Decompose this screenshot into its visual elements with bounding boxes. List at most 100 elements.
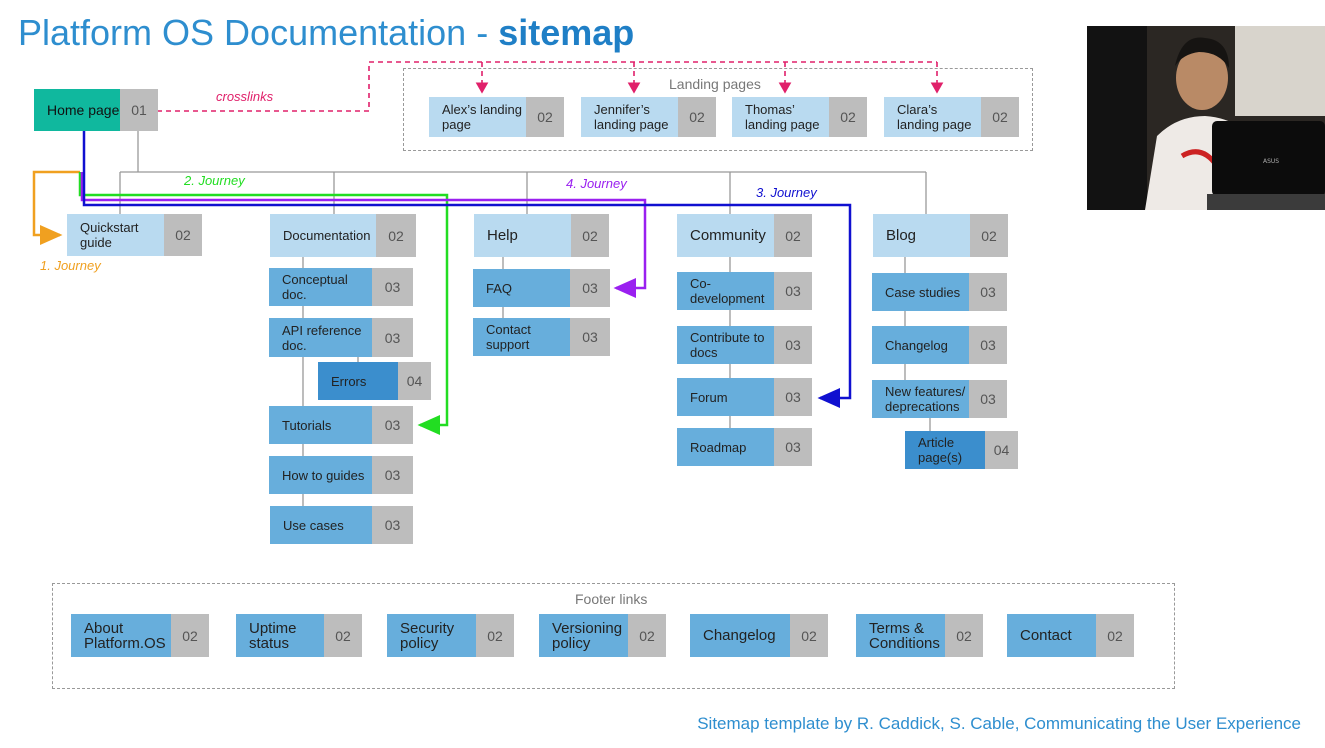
community-node-co-development[interactable]: Co-development 03 xyxy=(677,272,812,310)
node-label: Home page xyxy=(34,89,120,131)
node-number: 02 xyxy=(981,97,1019,137)
node-number: 03 xyxy=(969,326,1007,364)
node-number: 03 xyxy=(372,456,413,494)
footer-link-uptime[interactable]: Uptime status 02 xyxy=(236,614,362,657)
node-number: 02 xyxy=(171,614,209,657)
community-node-roadmap[interactable]: Roadmap 03 xyxy=(677,428,812,466)
node-label: Terms & Conditions xyxy=(856,614,945,657)
node-label: Contact xyxy=(1007,614,1096,657)
blog-node-article-pages[interactable]: Article page(s) 04 xyxy=(905,431,1018,469)
landing-node-clara[interactable]: Clara’s landing page 02 xyxy=(884,97,1019,137)
crosslinks-label: crosslinks xyxy=(216,89,274,104)
help-node-faq[interactable]: FAQ 03 xyxy=(473,269,610,307)
node-number: 03 xyxy=(570,269,610,307)
home-page-node[interactable]: Home page 01 xyxy=(34,89,158,131)
node-label: FAQ xyxy=(473,269,570,307)
journey-4-label: 4. Journey xyxy=(566,176,627,191)
crosslink-lines xyxy=(157,61,944,112)
node-number: 01 xyxy=(120,89,158,131)
footer-link-security[interactable]: Security policy 02 xyxy=(387,614,514,657)
node-label: Article page(s) xyxy=(905,431,985,469)
node-label: Contact support xyxy=(473,318,570,356)
journey-1-label: 1. Journey xyxy=(40,258,101,273)
node-label: About Platform.OS xyxy=(71,614,171,657)
node-number: 03 xyxy=(774,378,812,416)
node-number: 02 xyxy=(164,214,202,256)
node-number: 03 xyxy=(372,318,413,357)
community-node-forum[interactable]: Forum 03 xyxy=(677,378,812,416)
footer-link-contact[interactable]: Contact 02 xyxy=(1007,614,1134,657)
node-label: API reference doc. xyxy=(269,318,372,357)
svg-text:ASUS: ASUS xyxy=(1263,158,1279,165)
footer-link-versioning[interactable]: Versioning policy 02 xyxy=(539,614,666,657)
landing-node-alex[interactable]: Alex’s landing page 02 xyxy=(429,97,564,137)
landing-node-jennifer[interactable]: Jennifer’s landing page 02 xyxy=(581,97,716,137)
node-label: Blog xyxy=(873,214,970,257)
node-label: Help xyxy=(474,214,571,257)
footer-link-terms[interactable]: Terms & Conditions 02 xyxy=(856,614,983,657)
documentation-node[interactable]: Documentation 02 xyxy=(270,214,416,257)
node-number: 02 xyxy=(678,97,716,137)
doc-node-tutorials[interactable]: Tutorials 03 xyxy=(269,406,413,444)
blog-node-case-studies[interactable]: Case studies 03 xyxy=(872,273,1007,311)
help-node[interactable]: Help 02 xyxy=(474,214,609,257)
node-number: 03 xyxy=(372,406,413,444)
node-label: Documentation xyxy=(270,214,376,257)
node-label: Quickstart guide xyxy=(67,214,164,256)
node-label: Community xyxy=(677,214,774,257)
node-number: 04 xyxy=(398,362,431,400)
node-number: 02 xyxy=(324,614,362,657)
footer-links-title: Footer links xyxy=(575,591,648,607)
footer-link-changelog[interactable]: Changelog 02 xyxy=(690,614,828,657)
node-label: Tutorials xyxy=(269,406,372,444)
community-node-contribute-to-docs[interactable]: Contribute to docs 03 xyxy=(677,326,812,364)
blog-node[interactable]: Blog 02 xyxy=(873,214,1008,257)
help-node-contact-support[interactable]: Contact support 03 xyxy=(473,318,610,356)
journey-1-line xyxy=(32,170,80,245)
node-label: Changelog xyxy=(872,326,969,364)
node-label: Conceptual doc. xyxy=(269,268,372,306)
node-number: 03 xyxy=(372,268,413,306)
person-at-laptop-photo: ASUS xyxy=(1087,26,1325,210)
node-number: 03 xyxy=(969,273,1007,311)
footer-link-about[interactable]: About Platform.OS 02 xyxy=(71,614,209,657)
node-label: Changelog xyxy=(690,614,790,657)
node-label: Roadmap xyxy=(677,428,774,466)
landing-pages-box xyxy=(403,68,1033,151)
node-label: Uptime status xyxy=(236,614,324,657)
node-number: 04 xyxy=(985,431,1018,469)
doc-node-conceptual[interactable]: Conceptual doc. 03 xyxy=(269,268,413,306)
blog-node-changelog[interactable]: Changelog 03 xyxy=(872,326,1007,364)
blog-node-new-features[interactable]: New features/ deprecations 03 xyxy=(872,380,1007,418)
doc-node-errors[interactable]: Errors 04 xyxy=(318,362,431,400)
node-number: 03 xyxy=(774,326,812,364)
node-label: Security policy xyxy=(387,614,476,657)
doc-node-how-to-guides[interactable]: How to guides 03 xyxy=(269,456,413,494)
node-number: 02 xyxy=(970,214,1008,257)
node-number: 03 xyxy=(774,428,812,466)
credit-text: Sitemap template by R. Caddick, S. Cable… xyxy=(697,714,1301,733)
node-number: 02 xyxy=(526,97,564,137)
node-label: Alex’s landing page xyxy=(429,97,526,137)
page-title: Platform OS Documentation - sitemap xyxy=(18,12,635,53)
node-label: How to guides xyxy=(269,456,372,494)
doc-node-use-cases[interactable]: Use cases 03 xyxy=(270,506,413,544)
community-node[interactable]: Community 02 xyxy=(677,214,812,257)
footer-links-box xyxy=(52,583,1175,689)
journey-3-line xyxy=(82,131,852,408)
node-number: 02 xyxy=(376,214,416,257)
node-label: Case studies xyxy=(872,273,969,311)
node-label: Contribute to docs xyxy=(677,326,774,364)
node-number: 03 xyxy=(969,380,1007,418)
node-number: 02 xyxy=(476,614,514,657)
node-label: Use cases xyxy=(270,506,372,544)
node-number: 02 xyxy=(628,614,666,657)
node-number: 02 xyxy=(829,97,867,137)
node-label: Errors xyxy=(318,362,398,400)
node-label: Clara’s landing page xyxy=(884,97,981,137)
node-number: 02 xyxy=(790,614,828,657)
landing-node-thomas[interactable]: Thomas’ landing page 02 xyxy=(732,97,867,137)
doc-node-api-reference[interactable]: API reference doc. 03 xyxy=(269,318,413,357)
node-number: 02 xyxy=(945,614,983,657)
quickstart-guide-node[interactable]: Quickstart guide 02 xyxy=(67,214,202,256)
